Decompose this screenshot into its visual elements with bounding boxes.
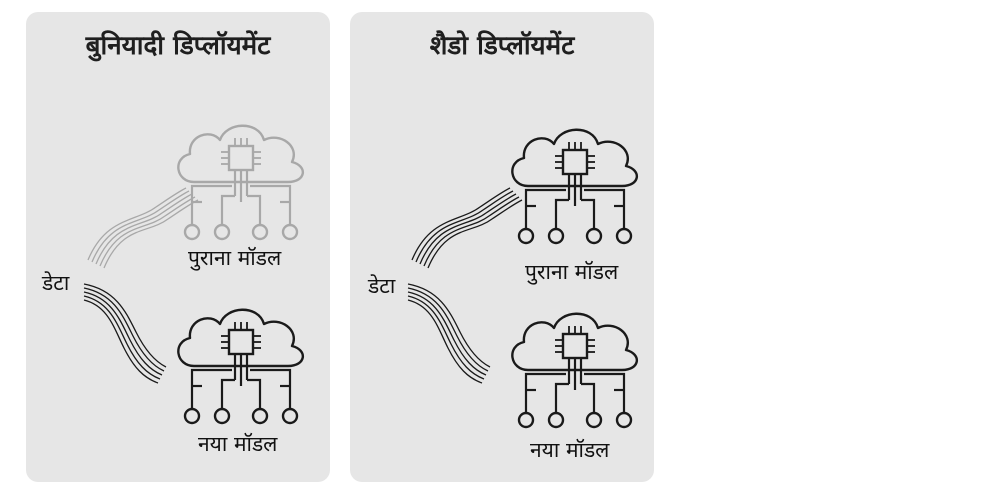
data-flow-to-old-model xyxy=(411,187,523,269)
new-model-label: नया मॉडल xyxy=(530,438,610,462)
shadow-deployment-panel: शैडो डिप्लॉयमेंट xyxy=(350,12,654,482)
panel-title: बुनियादी डिप्लॉयमेंट xyxy=(85,31,271,61)
cloud-chip-icon xyxy=(511,312,638,429)
cloud-chip-icon xyxy=(177,308,304,425)
data-label: डेटा xyxy=(368,274,396,298)
panel-title: शैडो डिप्लॉयमेंट xyxy=(429,31,575,61)
old-model-label: पुराना मॉडल xyxy=(525,260,619,284)
new-model-label: नया मॉडल xyxy=(198,432,278,456)
data-flow-to-old-model xyxy=(87,187,199,269)
data-flow-to-new-model xyxy=(407,283,491,384)
data-flow-to-new-model xyxy=(83,283,167,384)
cloud-chip-icon xyxy=(511,128,638,245)
data-flow-arrows xyxy=(83,187,199,384)
data-flow-arrows xyxy=(407,187,523,384)
data-label: डेटा xyxy=(42,271,70,295)
old-model-label: पुराना मॉडल xyxy=(188,246,282,270)
cloud-chip-icon xyxy=(177,124,304,241)
basic-deployment-panel: बुनियादी डिप्लॉयमेंट xyxy=(26,12,330,482)
